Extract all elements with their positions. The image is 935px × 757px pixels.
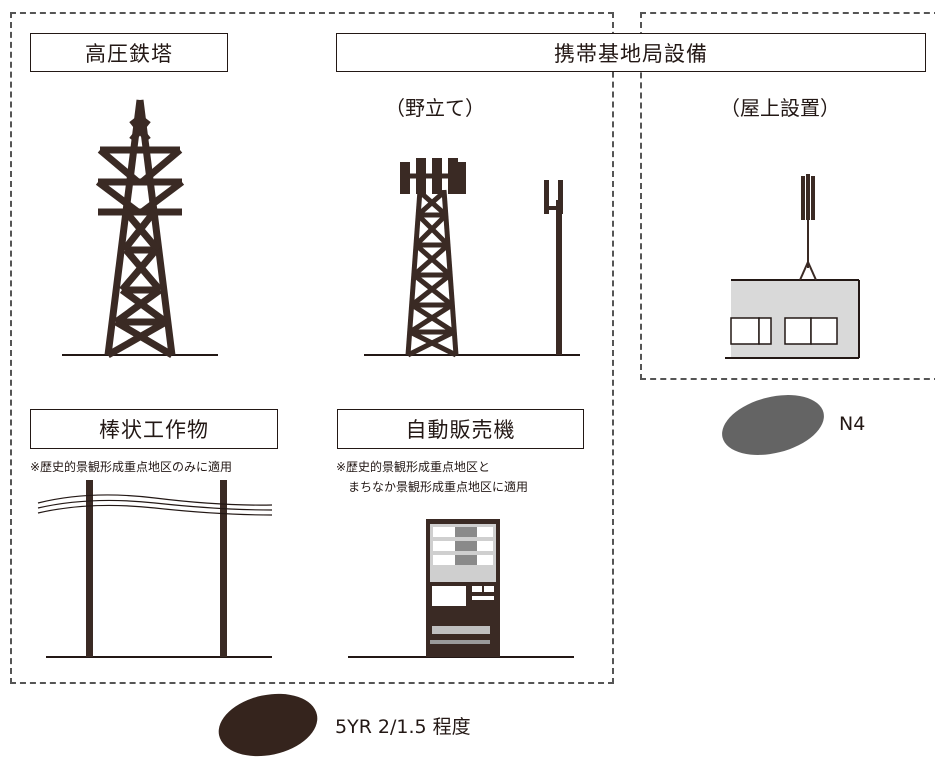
monopole-antenna (544, 180, 563, 355)
rooftop-dashed-frame (640, 12, 935, 380)
swatch-gray (722, 395, 824, 455)
subtitle-rooftop: （屋上設置） (720, 96, 840, 120)
title-vending-machine: 自動販売機 (337, 409, 584, 449)
title-high-voltage-tower: 高圧鉄塔 (30, 33, 228, 72)
vending-machine-illustration (348, 519, 574, 658)
subtitle-freestanding: （野立て） (385, 96, 485, 120)
rooftop-antenna-building (725, 174, 860, 359)
main-dashed-frame (10, 12, 614, 684)
note-vending: ※歴史的景観形成重点地区と まちなか景観形成重点地区に適用 (336, 460, 529, 494)
note-pole: ※歴史的景観形成重点地区のみに適用 (30, 460, 233, 474)
freestanding-antenna-tower (364, 158, 580, 358)
title-pole-structure: 棒状工作物 (30, 409, 278, 449)
utility-poles (37, 480, 273, 658)
legend-gray-label: N4 (839, 413, 866, 435)
legend-brown-label: 5YR 2/1.5 程度 (335, 716, 471, 738)
lattice-tower-illustration (62, 99, 218, 359)
title-mobile-base-station: 携帯基地局設備 (336, 33, 926, 72)
swatch-brown (218, 693, 318, 757)
